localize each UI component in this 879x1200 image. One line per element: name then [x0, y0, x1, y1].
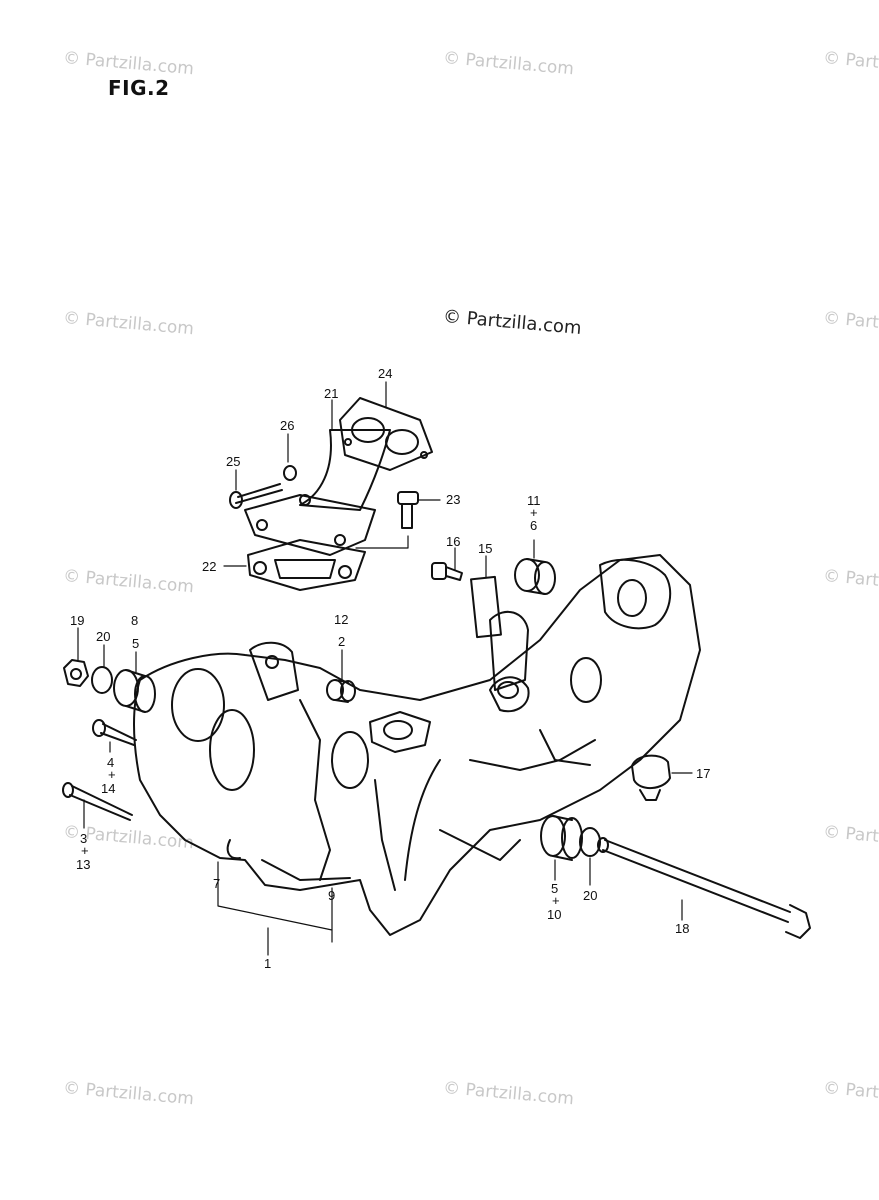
callout-labels: 24 21 26 25 23 22 16 15 11 + 6 19 20 8 5…	[70, 366, 710, 971]
nut-19-part	[63, 659, 89, 687]
callout-8-5: 5	[132, 636, 139, 651]
callout-12: 12	[334, 612, 348, 627]
callout-26: 26	[280, 418, 294, 433]
oil-plug-17-part	[631, 754, 671, 801]
callout-9: 9	[328, 888, 335, 903]
callout-16: 16	[446, 534, 460, 549]
washer-20b-part	[579, 827, 601, 857]
callout-25: 25	[226, 454, 240, 469]
washer-20-part	[91, 666, 113, 694]
bushing-11-part	[514, 558, 556, 595]
callout-5: 5	[551, 881, 558, 896]
dowel-12-part	[326, 679, 356, 703]
callout-3: 3	[80, 831, 87, 846]
callout-6: 6	[530, 518, 537, 533]
callout-17: 17	[696, 766, 710, 781]
bolt-4-part	[92, 719, 137, 746]
bushing-5-part	[540, 815, 583, 861]
callout-11-plus: +	[530, 505, 538, 520]
callout-20b: 20	[583, 888, 597, 903]
bolt-18-part	[597, 837, 811, 939]
callout-1: 1	[264, 956, 271, 971]
callout-4-plus: +	[108, 767, 116, 782]
callout-10: 10	[547, 907, 561, 922]
callout-23: 23	[446, 492, 460, 507]
callout-22: 22	[202, 559, 216, 574]
bolt-3-part	[62, 782, 133, 821]
callout-8: 8	[131, 613, 138, 628]
callout-13: 13	[76, 857, 90, 872]
bolt-25-part	[229, 483, 283, 509]
callout-7: 7	[213, 876, 220, 891]
gasket-part	[247, 539, 366, 591]
callout-20: 20	[96, 629, 110, 644]
bolt-23-part	[397, 491, 419, 529]
callout-4: 4	[107, 755, 114, 770]
washer-26-part	[283, 465, 297, 481]
callout-14: 14	[101, 781, 115, 796]
callout-15: 15	[478, 541, 492, 556]
bolt-16-part	[431, 562, 463, 581]
figure-title: FIG.2	[108, 76, 170, 100]
plate-15-part	[470, 575, 502, 639]
callout-5-plus: +	[552, 893, 560, 908]
callout-11: 11	[527, 493, 541, 508]
callout-3-plus: +	[81, 843, 89, 858]
crankcase-part	[133, 554, 701, 936]
callout-18: 18	[675, 921, 689, 936]
callout-2: 2	[338, 634, 345, 649]
callout-19: 19	[70, 613, 84, 628]
callout-21: 21	[324, 386, 338, 401]
intake-pipe-part	[244, 397, 433, 556]
callout-24: 24	[378, 366, 392, 381]
leader-lines	[77, 381, 693, 956]
